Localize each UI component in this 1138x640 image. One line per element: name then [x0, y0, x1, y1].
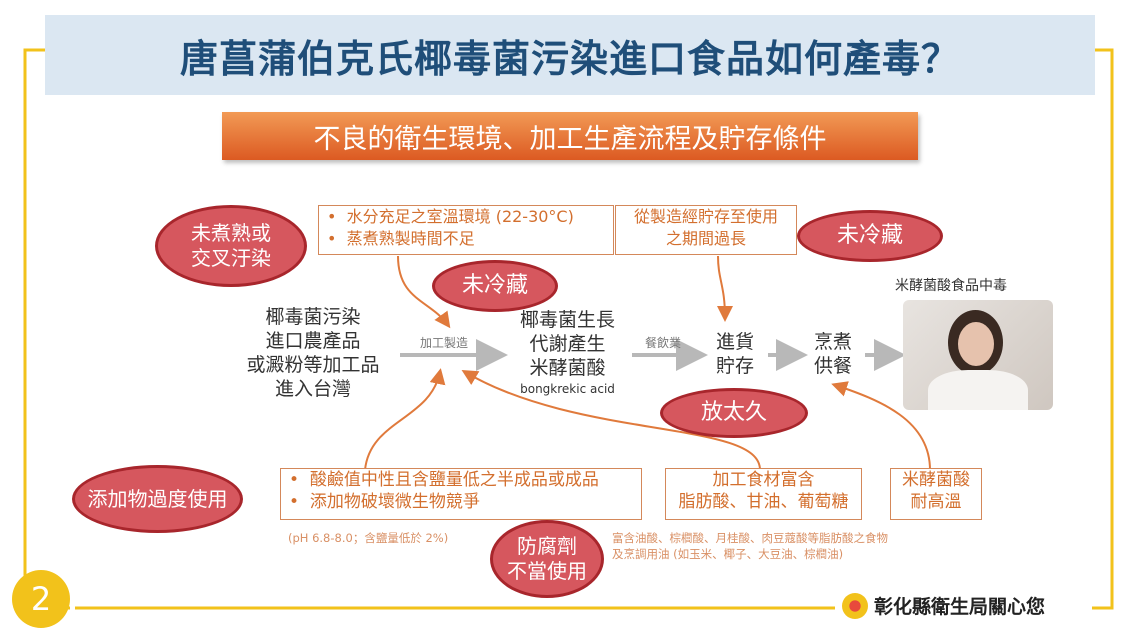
fat-rich-box: 加工食材富含 脂肪酸、甘油、葡萄糖 [665, 468, 862, 520]
poisoned-person-image [903, 300, 1053, 410]
growth-en: bongkrekic acid [520, 382, 615, 396]
badge-too-long: 放太久 [660, 388, 808, 438]
fat-note: 富含油酸、棕櫚酸、月桂酸、肉豆蔻酸等脂肪酸之食物 及烹調用油 (如玉米、椰子、大… [612, 530, 888, 562]
conditions-box: • 水分充足之室溫環境 (22-30°C) • 蒸煮熟製時間不足 [318, 205, 614, 255]
health-bureau-logo-icon [842, 592, 868, 619]
catering-label: 餐飲業 [645, 336, 682, 350]
result-label: 米酵菌酸食品中毒 [895, 278, 1007, 294]
cook-line: 供餐 [813, 355, 852, 377]
badge-no-refrigeration: 未冷藏 [432, 260, 558, 312]
footer-text: 彰化縣衛生局關心您 [874, 596, 1046, 618]
page-title: 唐菖蒲伯克氏椰毒菌污染進口食品如何產毒？ [45, 15, 1095, 95]
stock-line: 進貨 [715, 331, 754, 353]
fat-rich-line: 脂肪酸、甘油、葡萄糖 [678, 492, 849, 512]
ph-note: (pH 6.8-8.0；含鹽量低於 2%) [288, 531, 449, 545]
conditions-item: 蒸煮熟製時間不足 [346, 229, 475, 248]
source-text: 椰毒菌污染 進口農產品 或澱粉等加工品 進入台灣 [228, 305, 398, 401]
ph-salt-item: 酸鹼值中性且含鹽量低之半成品或成品 [309, 470, 599, 490]
storage-period-line: 之期間過長 [665, 229, 746, 248]
fat-note-line: 富含油酸、棕櫚酸、月桂酸、肉豆蔻酸等脂肪酸之食物 [612, 531, 888, 545]
heat-resistant-line: 米酵菌酸 [902, 470, 970, 490]
storage-period-box: 從製造經貯存至使用 之期間過長 [615, 205, 797, 255]
badge-no-refrigeration: 未冷藏 [797, 210, 943, 262]
badge-preservative-misuse: 防腐劑 不當使用 [490, 520, 604, 598]
badge-additive-overuse: 添加物過度使用 [72, 465, 243, 533]
cook-text: 烹煮 供餐 [803, 330, 863, 378]
page-number: 2 [12, 570, 70, 628]
growth-line: 椰毒菌生長 [519, 309, 615, 331]
heat-resistant-line: 耐高溫 [910, 492, 962, 512]
source-line: 進入台灣 [274, 378, 351, 400]
source-line: 椰毒菌污染 [265, 306, 361, 328]
ph-salt-item: 添加物破壞微生物競爭 [309, 492, 480, 512]
badge-undercooked: 未煮熟或 交叉汙染 [155, 205, 307, 287]
fat-note-line: 及烹調用油 (如玉米、椰子、大豆油、棕櫚油) [612, 547, 844, 561]
fat-rich-line: 加工食材富含 [712, 470, 815, 490]
subtitle-banner: 不良的衛生環境、加工生產流程及貯存條件 [222, 112, 918, 160]
ph-salt-box: • 酸鹼值中性且含鹽量低之半成品或成品 • 添加物破壞微生物競爭 [280, 468, 642, 520]
stock-line: 貯存 [715, 355, 754, 377]
source-line: 或澱粉等加工品 [246, 354, 380, 376]
growth-line: 代謝產生 [529, 333, 606, 355]
storage-period-line: 從製造經貯存至使用 [633, 207, 778, 226]
growth-text: 椰毒菌生長 代謝產生 米酵菌酸 bongkrekic acid [500, 308, 635, 398]
source-line: 進口農產品 [265, 330, 361, 352]
footer: 彰化縣衛生局關心您 [838, 592, 1050, 619]
growth-line: 米酵菌酸 [529, 357, 606, 379]
cook-line: 烹煮 [813, 331, 852, 353]
stock-text: 進貨 貯存 [705, 330, 765, 378]
heat-resistant-box: 米酵菌酸 耐高溫 [890, 468, 982, 520]
process-label: 加工製造 [420, 336, 469, 350]
conditions-item: 水分充足之室溫環境 (22-30°C) [346, 207, 574, 226]
